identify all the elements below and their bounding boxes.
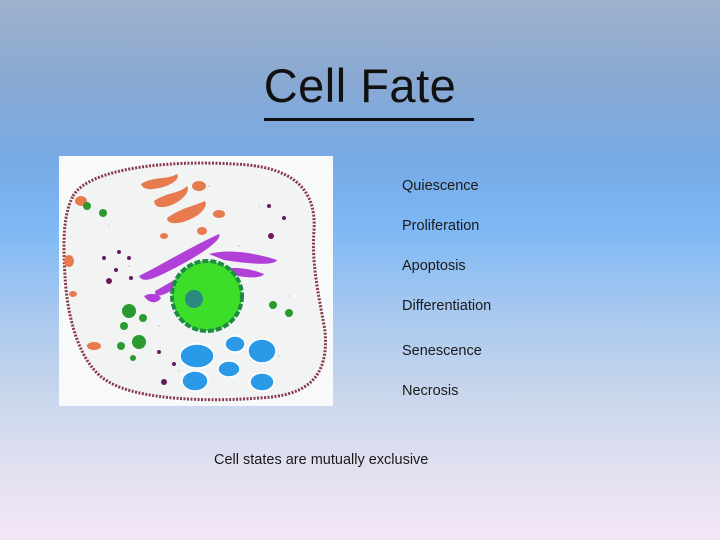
cell-state-proliferation: Proliferation	[402, 218, 480, 234]
cell-diagram-image	[59, 156, 333, 406]
cell-state-senescence: Senescence	[402, 343, 482, 359]
nucleolus	[185, 290, 203, 308]
cell-illustration	[62, 161, 327, 402]
slide-title: Cell Fate	[0, 58, 720, 121]
cell-state-necrosis: Necrosis	[402, 383, 459, 399]
cell-state-differentiation: Differentiation	[402, 298, 492, 314]
cell-state-quiescence: Quiescence	[402, 178, 479, 194]
cell-state-apoptosis: Apoptosis	[402, 258, 466, 274]
footnote-text: Cell states are mutually exclusive	[214, 452, 429, 468]
slide-title-text: Cell Fate	[263, 60, 475, 121]
nucleus	[170, 259, 244, 333]
